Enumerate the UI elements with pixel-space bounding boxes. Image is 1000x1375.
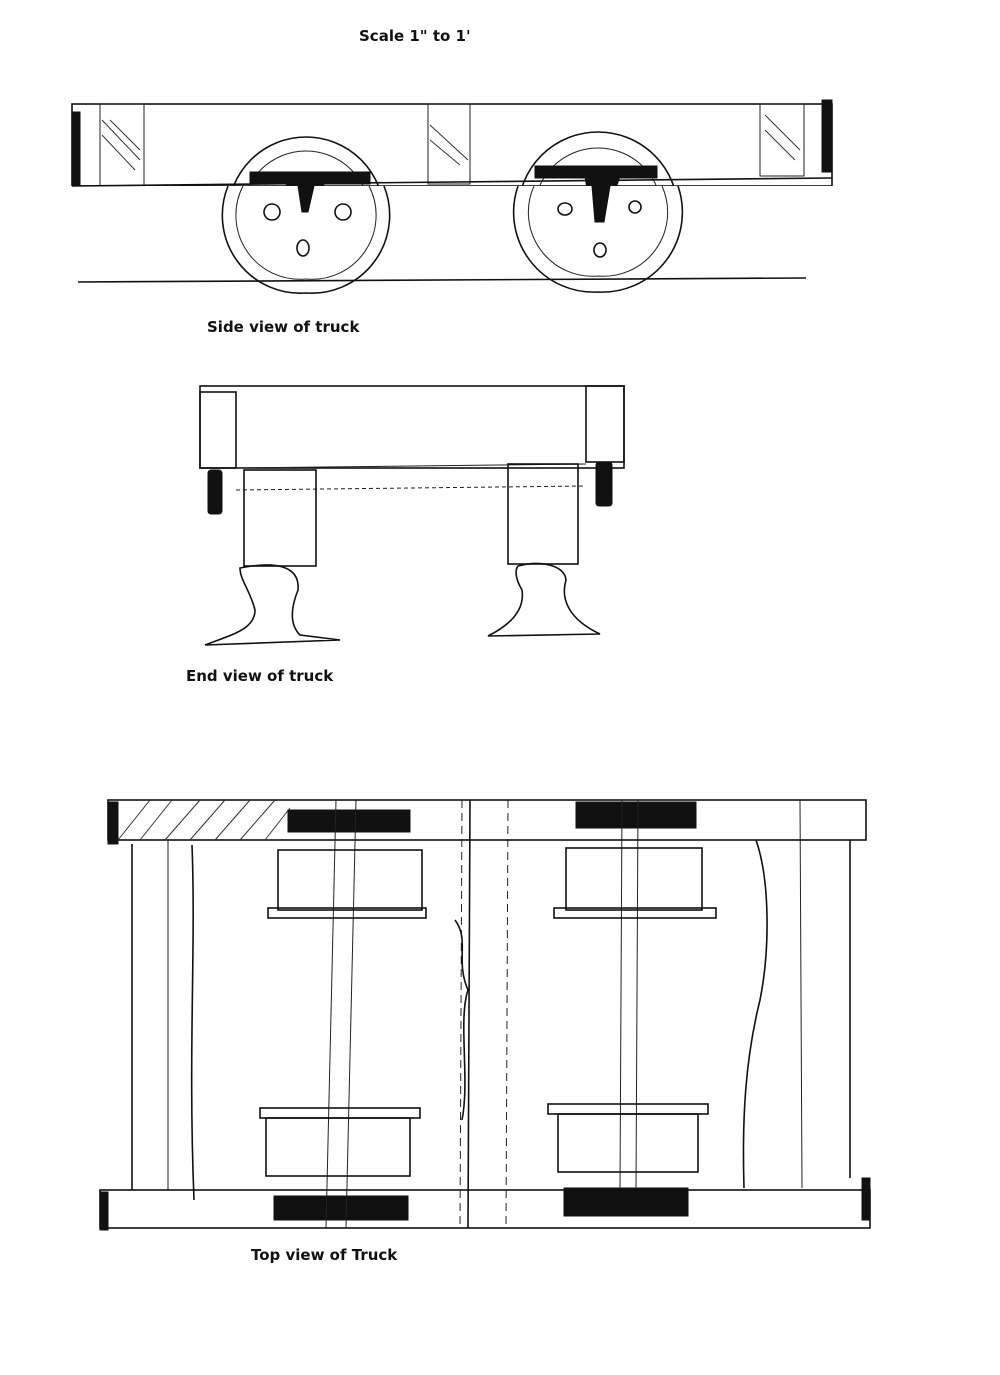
end-view-drawing — [199, 385, 625, 646]
top-view-drawing — [99, 799, 871, 1231]
side-view-drawing — [70, 99, 840, 296]
side-view-caption: Side view of truck — [207, 318, 360, 336]
top-view-caption: Top view of Truck — [251, 1246, 398, 1264]
end-view-caption: End view of truck — [186, 667, 334, 685]
scale-title: Scale 1" to 1' — [359, 27, 471, 45]
